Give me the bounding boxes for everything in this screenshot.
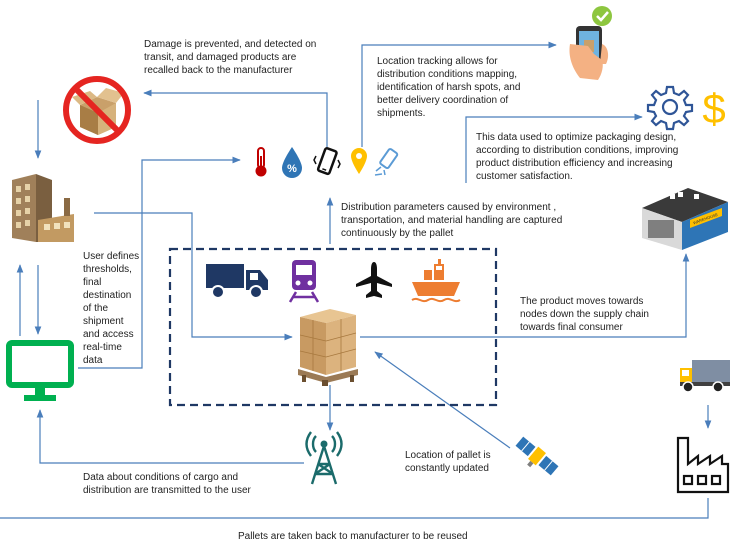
delivery-truck-icon: [680, 360, 730, 393]
warehouse-icon: WAREHOUSE: [642, 188, 728, 250]
location-tracking-text: Location tracking allows for distributio…: [377, 56, 521, 119]
svg-text:$: $: [702, 85, 725, 132]
arrow-antenna-to-monitor: [36, 409, 304, 464]
antenna-tower-icon: [305, 431, 343, 485]
pallets-back-text: Pallets are taken back to manufacturer t…: [238, 531, 468, 542]
user-defines-text: User defines thresholds, final destinati…: [83, 251, 140, 366]
arrow-sensors-to-phone: [361, 41, 557, 147]
airplane-icon: [356, 262, 392, 298]
location-pallet-text: Location of pallet is constantly updated: [405, 450, 491, 474]
arrow-satellite-to-pallet: [374, 351, 511, 449]
data-used-text: This data used to optimize packaging des…: [476, 132, 679, 182]
cargo-ship-icon: [411, 259, 461, 303]
factory-building-icon: [12, 174, 74, 242]
arrow-monitor-to-sensors: [78, 156, 241, 369]
humidity-drop-icon: %: [282, 147, 302, 178]
truck-icon: [206, 264, 268, 299]
svg-text:%: %: [287, 163, 297, 175]
thermometer-icon: [255, 147, 267, 177]
location-pin-icon: [351, 148, 367, 174]
product-moves-text: The product moves towards nodes down the…: [520, 296, 649, 333]
train-icon: [288, 260, 320, 303]
computer-monitor-icon: [6, 340, 74, 401]
arrow-factory-to-pallet: [94, 212, 293, 341]
smart-pallet-icon: [298, 309, 358, 386]
arrow-sensors-to-damage: [143, 89, 328, 147]
damage-text: Damage is prevented, and detected on tra…: [144, 39, 317, 76]
consumer-factory-icon: [676, 436, 730, 494]
arrow-return-to-manufacturer: [0, 498, 709, 519]
phone-tracking-icon: [569, 6, 612, 80]
arrow-data-to-gear: [465, 113, 643, 183]
shock-sensor-icon: [374, 148, 399, 176]
distribution-params-text: Distribution parameters caused by enviro…: [341, 202, 563, 239]
transport-dashed-box: [168, 247, 498, 407]
data-conditions-text: Data about conditions of cargo and distr…: [83, 472, 251, 496]
vibration-phone-icon: [313, 147, 341, 176]
satellite-icon: [515, 436, 559, 476]
prohibited-damaged-box-icon: [63, 76, 131, 144]
arrow-pallet-to-warehouse: [360, 253, 690, 338]
gear-dollar-icon: $: [646, 85, 726, 132]
